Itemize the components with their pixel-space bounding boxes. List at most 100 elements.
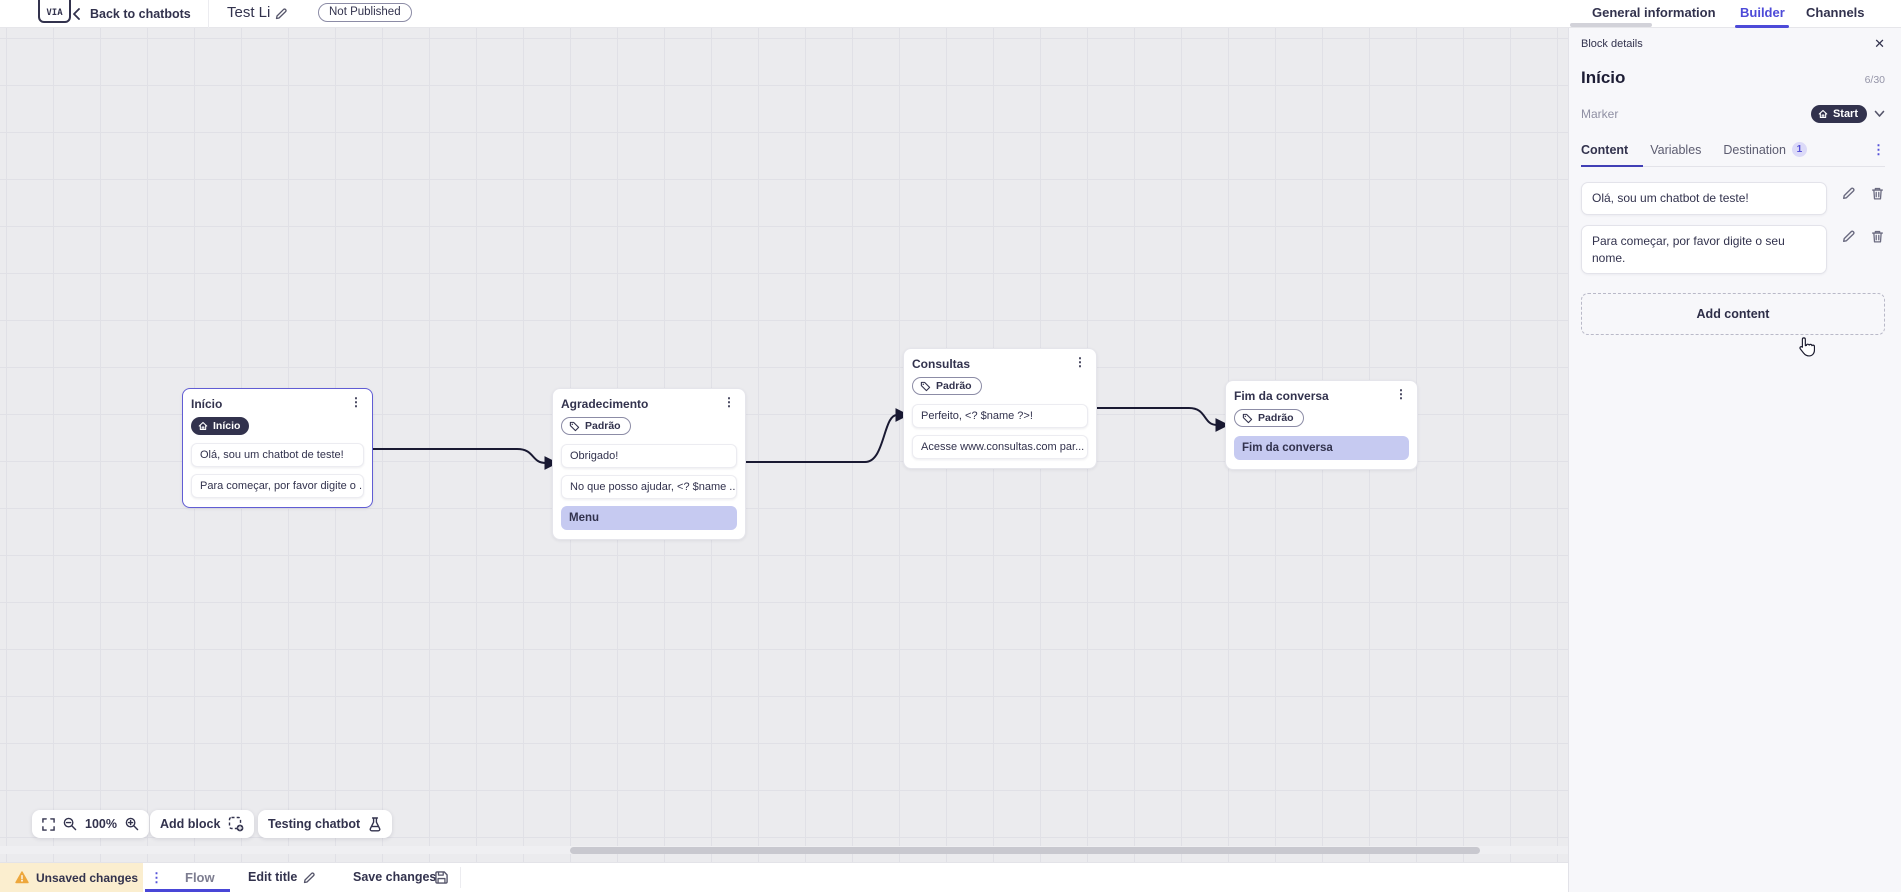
zoom-out-icon[interactable] <box>63 817 77 831</box>
chatbot-title: Test Li <box>227 4 271 21</box>
padrao-badge: Padrão <box>1234 409 1304 427</box>
save-changes-button[interactable]: Save changes <box>353 870 437 884</box>
content-text-2[interactable]: Para começar, por favor digite o seu nom… <box>1581 224 1827 275</box>
edit-title-button[interactable]: Edit title <box>248 870 298 884</box>
tag-icon <box>920 381 931 391</box>
tag-icon <box>569 421 580 431</box>
active-tab-underline <box>1735 25 1789 28</box>
badge-label: Padrão <box>1258 412 1294 424</box>
edit-content-pencil-icon[interactable] <box>1841 229 1856 244</box>
flow-block-consultas[interactable]: Consultas ⋮ Padrão Perfeito, <? $name ?>… <box>903 348 1097 469</box>
connector-inicio-agradecimento <box>373 448 559 470</box>
menu-button[interactable]: Menu <box>561 505 737 530</box>
flow-block-agradecimento[interactable]: Agradecimento ⋮ Padrão Obrigado! No que … <box>552 388 746 540</box>
connector-agradecimento-consultas <box>745 408 910 463</box>
start-marker-badge: Início <box>191 417 250 435</box>
flow-block-inicio[interactable]: Início ⋮ Início Olá, sou um chatbot de t… <box>182 388 373 508</box>
save-icon[interactable] <box>434 870 449 885</box>
canvas-hscrollbar-thumb[interactable] <box>570 847 1480 854</box>
top-bar: VIA Back to chatbots Test Li Not Publish… <box>0 0 1901 28</box>
badge-label: Início <box>213 420 241 432</box>
destination-count-badge: 1 <box>1791 142 1807 157</box>
unsaved-changes-indicator: Unsaved changes <box>0 863 143 892</box>
zoom-level: 100% <box>85 817 117 831</box>
warning-icon <box>15 871 29 884</box>
message-card[interactable]: Acesse www.consultas.com par... <box>912 434 1088 459</box>
tabs-scrollbar-thumb[interactable] <box>1570 23 1652 27</box>
delete-content-trash-icon[interactable] <box>1870 229 1885 244</box>
tab-general-information[interactable]: General information <box>1592 5 1716 20</box>
home-icon <box>198 421 208 431</box>
block-menu-icon[interactable]: ⋮ <box>1395 387 1407 401</box>
badge-label: Padrão <box>936 380 972 392</box>
tab-destination-label: Destination <box>1723 142 1786 157</box>
edit-title-pencil-icon[interactable] <box>274 7 288 21</box>
add-block-icon <box>229 816 244 832</box>
panel-title: Block details <box>1581 37 1643 50</box>
chevron-down-icon[interactable] <box>1874 110 1885 118</box>
block-title: Agradecimento <box>561 397 649 411</box>
message-card[interactable]: Para começar, por favor digite o ... <box>191 474 364 498</box>
block-menu-icon[interactable]: ⋮ <box>350 395 362 409</box>
edit-content-pencil-icon[interactable] <box>1841 186 1856 201</box>
block-name-field[interactable]: Início <box>1581 68 1626 87</box>
testing-chatbot-label: Testing chatbot <box>268 817 361 831</box>
zoom-controls: 100% <box>32 810 149 838</box>
block-title: Fim da conversa <box>1234 389 1329 403</box>
app-logo-icon: VIA <box>38 0 71 23</box>
add-content-button[interactable]: Add content <box>1581 293 1885 336</box>
char-counter: 6/30 <box>1864 74 1885 86</box>
marker-value: Start <box>1832 108 1858 120</box>
message-card[interactable]: Perfeito, <? $name ?>! <box>912 403 1088 428</box>
bottombar-divider <box>460 867 461 888</box>
tab-content[interactable]: Content <box>1581 142 1629 157</box>
marker-label: Marker <box>1581 107 1619 121</box>
active-content-tab-underline <box>1581 164 1643 167</box>
testing-chatbot-button[interactable]: Testing chatbot <box>258 810 393 838</box>
flow-menu-icon[interactable]: ⋮ <box>150 869 163 885</box>
marker-start-pill[interactable]: Start <box>1810 105 1867 123</box>
zoom-in-icon[interactable] <box>125 817 139 831</box>
bottom-bar: Unsaved changes ⋮ Flow Edit title Save c… <box>0 862 1568 892</box>
flask-icon <box>369 816 381 831</box>
add-block-button[interactable]: Add block <box>150 810 255 838</box>
block-menu-icon[interactable]: ⋮ <box>723 395 735 409</box>
block-details-panel: Block details ✕ Início 6/30 Marker Start… <box>1568 28 1901 892</box>
tab-destination[interactable]: Destination 1 <box>1723 142 1807 157</box>
topbar-divider <box>208 0 209 28</box>
chevron-left-icon <box>73 8 80 20</box>
connector-consultas-fim <box>1097 407 1230 432</box>
block-title: Consultas <box>912 357 971 371</box>
padrao-badge: Padrão <box>912 377 982 395</box>
message-card[interactable]: No que posso ajudar, <? $name ... <box>561 474 737 499</box>
tab-builder[interactable]: Builder <box>1740 5 1785 20</box>
add-block-label: Add block <box>160 817 221 831</box>
badge-label: Padrão <box>585 420 621 432</box>
flow-block-fim-da-conversa[interactable]: Fim da conversa ⋮ Padrão Fim da conversa <box>1225 380 1418 470</box>
back-label: Back to chatbots <box>90 7 191 21</box>
content-item-row: Para começar, por favor digite o seu nom… <box>1581 224 1885 275</box>
content-text-1[interactable]: Olá, sou um chatbot de teste! <box>1581 182 1827 215</box>
block-menu-icon[interactable]: ⋮ <box>1074 355 1086 369</box>
fullscreen-icon[interactable] <box>42 817 55 831</box>
unsaved-changes-label: Unsaved changes <box>36 870 139 885</box>
active-flow-tab-underline <box>145 888 230 892</box>
content-item-row: Olá, sou um chatbot de teste! <box>1581 182 1885 215</box>
home-icon <box>1818 109 1828 119</box>
flow-canvas[interactable]: Início ⋮ Início Olá, sou um chatbot de t… <box>0 28 1568 862</box>
tab-variables[interactable]: Variables <box>1650 142 1702 157</box>
block-title: Início <box>191 397 223 411</box>
back-to-chatbots-button[interactable]: Back to chatbots <box>72 0 191 28</box>
tab-channels[interactable]: Channels <box>1806 5 1865 20</box>
message-card[interactable]: Olá, sou um chatbot de teste! <box>191 443 364 467</box>
fim-da-conversa-button[interactable]: Fim da conversa <box>1234 435 1409 460</box>
tab-flow[interactable]: Flow <box>185 870 215 885</box>
padrao-badge: Padrão <box>561 417 631 435</box>
message-card[interactable]: Obrigado! <box>561 443 737 468</box>
close-icon[interactable]: ✕ <box>1874 36 1885 51</box>
edit-title-pencil-icon[interactable] <box>302 871 316 885</box>
panel-menu-icon[interactable]: ⋮ <box>1872 142 1885 157</box>
status-badge: Not Published <box>318 3 412 22</box>
tag-icon <box>1242 413 1253 423</box>
delete-content-trash-icon[interactable] <box>1870 186 1885 201</box>
